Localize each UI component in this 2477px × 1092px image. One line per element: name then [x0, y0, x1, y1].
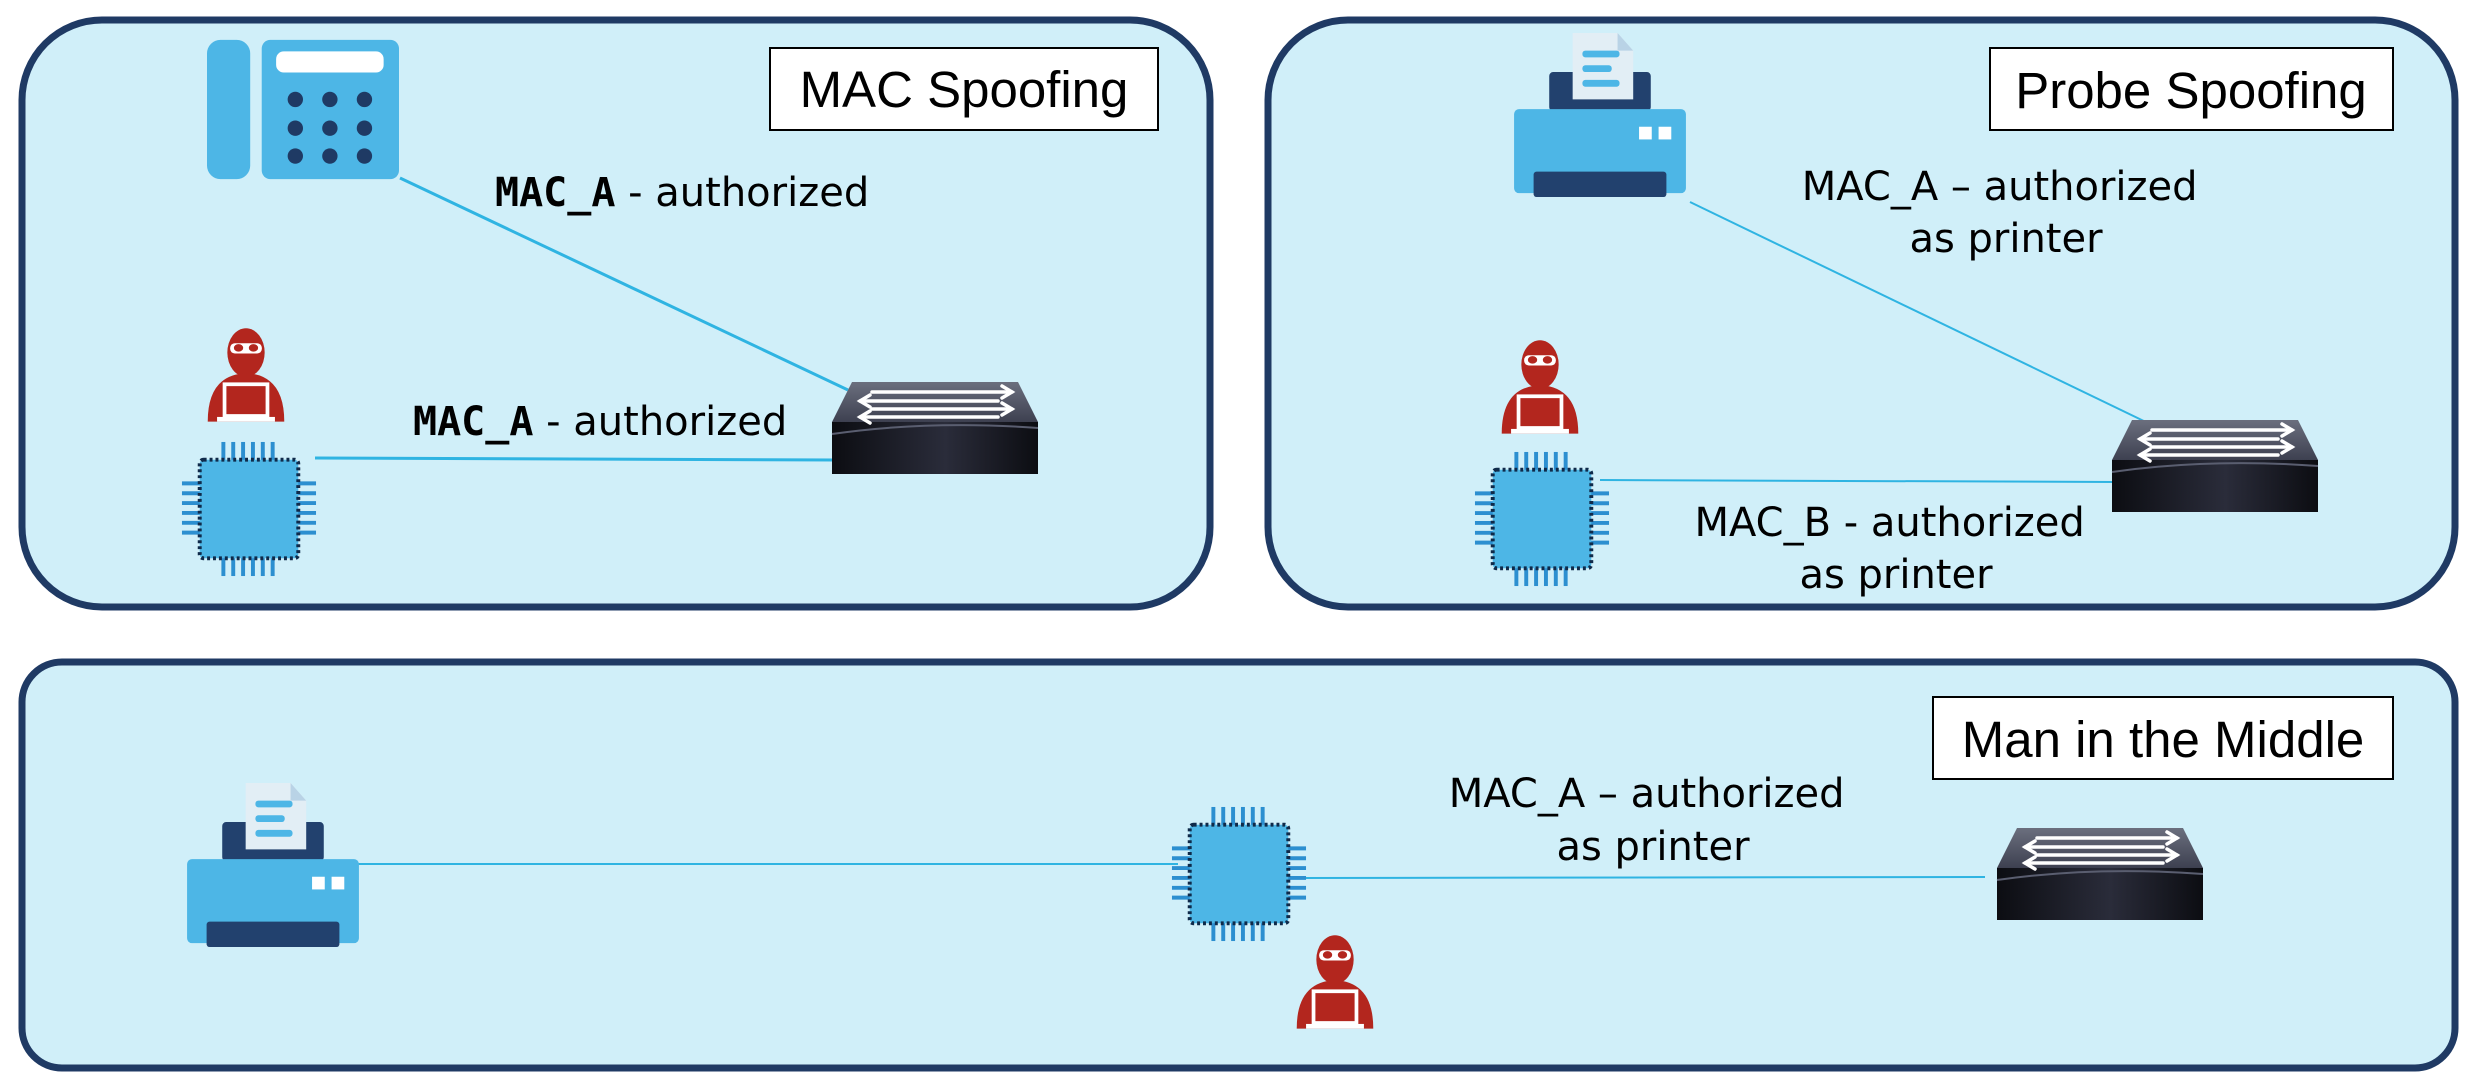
- chip-icon: [1473, 450, 1611, 588]
- link-label: MAC_A – authorized as printer: [1449, 771, 1858, 870]
- mac-label: MAC_A: [495, 170, 615, 216]
- title-box: [769, 47, 1159, 131]
- link-chip-switch: [314, 456, 836, 462]
- title-box: [1989, 47, 2394, 131]
- network-switch-icon: [1995, 828, 2205, 922]
- ip-phone-icon: [207, 39, 399, 180]
- link-phone-switch: [399, 176, 849, 392]
- panel-title: Probe Spoofing: [2015, 62, 2367, 119]
- label-line: as printer: [1556, 824, 1750, 870]
- chip-icon: [1170, 805, 1308, 943]
- link-printer-switch: [1689, 201, 2151, 425]
- panel-probe-spoofing: Probe Spoofing MAC_A – authorized as pri…: [1264, 16, 2459, 611]
- link-chip-switch: [1599, 479, 2116, 483]
- network-switch-icon: [830, 382, 1040, 476]
- mac-label: MAC_A: [413, 399, 533, 445]
- chip-icon: [180, 440, 318, 578]
- authorized-label: - authorized: [533, 399, 787, 445]
- panel-title: MAC Spoofing: [800, 61, 1129, 118]
- link-chip-switch: [1299, 876, 1986, 879]
- title-box: [1932, 696, 2394, 780]
- panel-title: Man in the Middle: [1962, 711, 2365, 768]
- panel-man-in-the-middle: Man in the Middle MAC_A – authorized as …: [18, 658, 2459, 1072]
- link-label-printer: MAC_A – authorized as printer: [1802, 164, 2211, 262]
- label-line: MAC_A – authorized: [1802, 164, 2198, 210]
- label-line: MAC_A – authorized: [1449, 771, 1845, 817]
- label-line: MAC_B - authorized: [1694, 500, 2084, 546]
- link-label-chip: MAC_A - authorized: [413, 399, 787, 445]
- network-switch-icon: [2110, 420, 2320, 514]
- authorized-label: - authorized: [615, 170, 869, 216]
- link-label-chip: MAC_B - authorized as printer: [1694, 500, 2097, 598]
- panel-mac-spoofing: MAC Spoofing MAC_A - authorized MAC_A - …: [18, 16, 1214, 611]
- link-label-phone: MAC_A - authorized: [495, 170, 869, 216]
- label-line: as printer: [1799, 552, 1993, 598]
- label-line: as printer: [1909, 216, 2103, 262]
